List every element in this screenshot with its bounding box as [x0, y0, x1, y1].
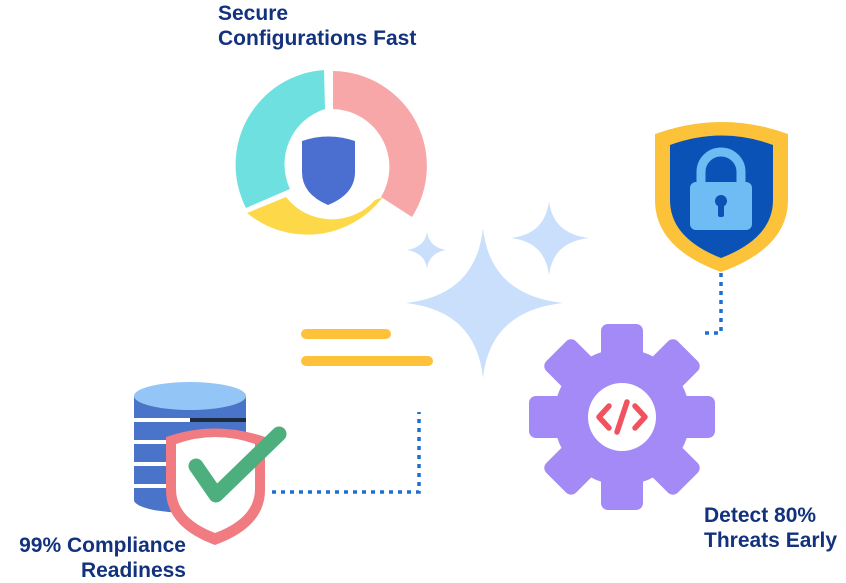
label-compliance-readiness: 99% Compliance Readiness [0, 533, 186, 583]
label-secure-line1: Secure [218, 2, 289, 25]
check-shield-icon [166, 426, 287, 545]
label-compliance-line2: Readiness [80, 559, 186, 582]
gear-code-icon [529, 324, 715, 510]
database-top [134, 382, 246, 410]
connector-lines [272, 273, 723, 494]
code-icon [596, 399, 648, 435]
motion-line-short [301, 329, 391, 339]
label-secure-configurations: Secure Configurations Fast [218, 1, 416, 51]
donut-segment-teal [235, 70, 325, 208]
label-compliance-line1: 99% Compliance [19, 534, 186, 557]
connector-lock-to-gear [703, 273, 723, 335]
motion-lines [301, 329, 433, 366]
shield-icon [302, 136, 355, 205]
database-check-icon [134, 382, 287, 545]
label-detect-line2: Threats Early [704, 529, 838, 552]
label-secure-line2: Configurations Fast [218, 27, 417, 50]
connector-db-to-center [272, 412, 421, 494]
label-detect-threats: Detect 80% Threats Early [704, 503, 837, 553]
label-detect-line1: Detect 80% [704, 504, 817, 527]
motion-line-long [301, 356, 433, 366]
padlock-shackle [696, 147, 746, 185]
sparkle-large [406, 228, 563, 378]
checkmark-icon [188, 426, 287, 503]
padlock-shield-icon [655, 122, 788, 272]
sparkle-medium [511, 201, 589, 275]
donut-segment-yellow [247, 197, 383, 235]
donut-segment-pink [333, 71, 427, 217]
sparkle-icon [406, 201, 589, 378]
sparkle-small [407, 232, 446, 269]
donut-chart-icon [235, 70, 427, 235]
